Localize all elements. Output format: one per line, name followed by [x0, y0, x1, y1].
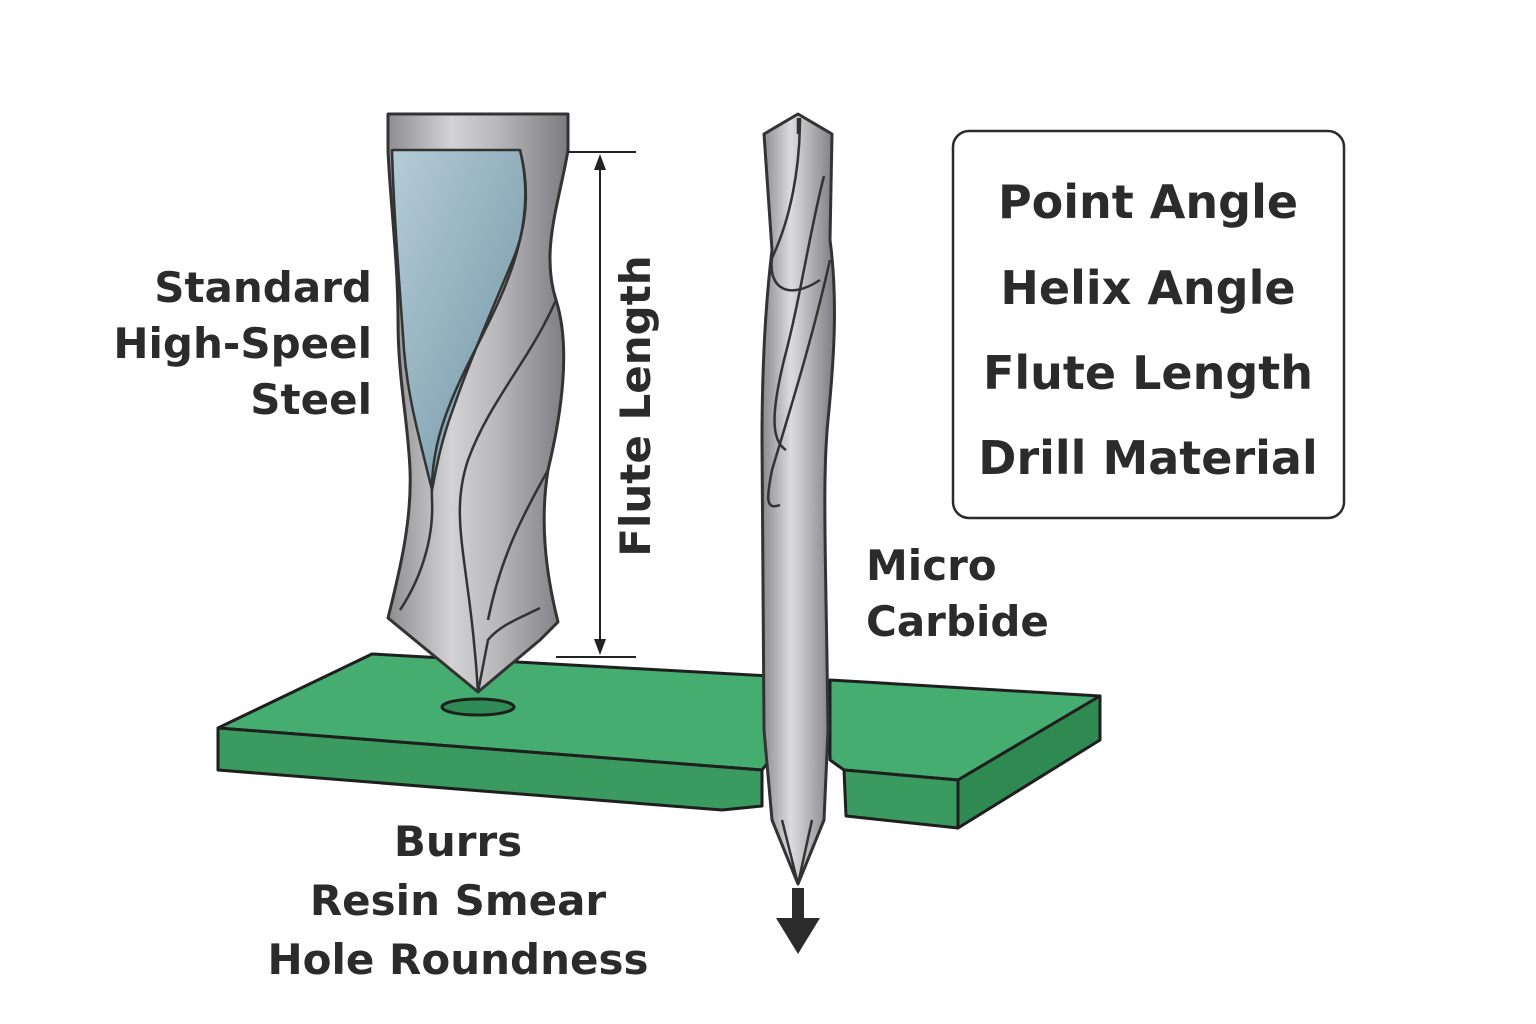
flute-length-dimension	[556, 151, 636, 658]
legend-box: Point Angle Helix Angle Flute Length Dri…	[951, 129, 1346, 520]
standard-drill	[386, 112, 570, 694]
dimension-arrow-bottom	[594, 639, 606, 655]
flute-length-label: Flute Length	[611, 255, 660, 556]
standard-drill-helix-3	[486, 469, 550, 621]
pcb-right-front	[842, 768, 960, 830]
legend-item-flute-length: Flute Length	[983, 346, 1313, 400]
standard-drill-label-line-2: High-Speel	[113, 319, 372, 368]
pcb-board	[216, 652, 1102, 830]
micro-drill-helix-2	[773, 175, 826, 452]
legend-item-point-angle: Point Angle	[998, 175, 1298, 229]
standard-drill-helix-2	[458, 299, 558, 693]
legend-frame	[951, 129, 1346, 520]
pcb-left-front	[216, 726, 764, 812]
pcb-right-side	[956, 694, 1102, 830]
defects-label: Burrs Resin Smear Hole Roundness	[268, 817, 649, 984]
down-arrow-icon	[776, 888, 820, 954]
micro-drill-body	[760, 112, 836, 886]
defect-resin-smear: Resin Smear	[310, 876, 607, 925]
micro-drill-helix-1	[770, 117, 821, 292]
micro-drill-label: Micro Carbide	[866, 541, 1049, 646]
legend-item-drill-material: Drill Material	[978, 431, 1317, 485]
legend-item-helix-angle: Helix Angle	[1000, 261, 1295, 315]
micro-drill-helix-3	[766, 259, 832, 508]
standard-drill-label-line-3: Steel	[250, 375, 372, 424]
standard-drill-label-line-1: Standard	[154, 263, 372, 312]
micro-drill	[760, 112, 836, 954]
standard-drill-label: Standard High-Speel Steel	[113, 263, 372, 424]
standard-drill-tip	[476, 606, 541, 693]
defect-hole-roundness: Hole Roundness	[268, 935, 649, 984]
drilled-hole	[440, 697, 516, 717]
micro-drill-label-line-2: Carbide	[866, 597, 1049, 646]
dimension-arrow-top	[594, 154, 606, 170]
defect-burrs: Burrs	[394, 817, 522, 866]
micro-drill-label-line-1: Micro	[866, 541, 997, 590]
micro-drill-tip-line	[780, 819, 814, 885]
standard-drill-helix-1	[398, 149, 527, 611]
